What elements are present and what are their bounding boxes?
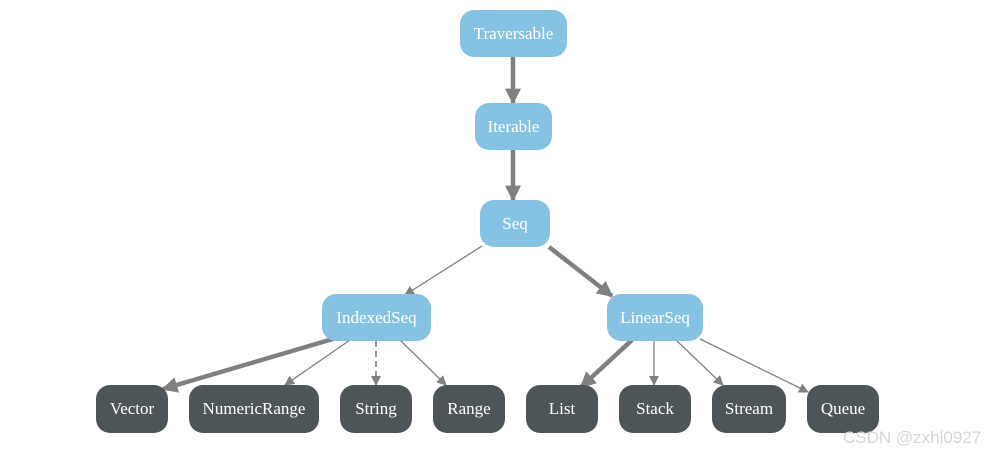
node-vector: Vector <box>96 385 168 433</box>
node-queue: Queue <box>807 385 879 433</box>
node-indexedseq: IndexedSeq <box>322 294 431 341</box>
edge-indexedseq-numericrange <box>284 339 351 386</box>
edge-linearseq-list <box>579 338 634 389</box>
watermark-text: CSDN @zxhl0927 <box>843 428 982 447</box>
node-string: String <box>340 385 412 433</box>
node-list: List <box>526 385 598 433</box>
node-traversable: Traversable <box>460 10 567 57</box>
node-stack: Stack <box>619 385 691 433</box>
node-seq: Seq <box>480 200 550 247</box>
edge-seq-indexedseq <box>404 245 483 296</box>
node-numericrange: NumericRange <box>189 385 319 433</box>
node-stream: Stream <box>712 385 786 433</box>
edge-linearseq-stream <box>675 339 724 386</box>
edge-seq-linearseq <box>547 245 614 298</box>
edge-linearseq-queue <box>699 338 809 393</box>
node-range: Range <box>433 385 505 433</box>
node-linearseq: LinearSeq <box>607 294 703 341</box>
node-iterable: Iterable <box>475 103 552 150</box>
edge-indexedseq-range <box>399 339 447 386</box>
edge-indexedseq-vector <box>161 333 344 393</box>
